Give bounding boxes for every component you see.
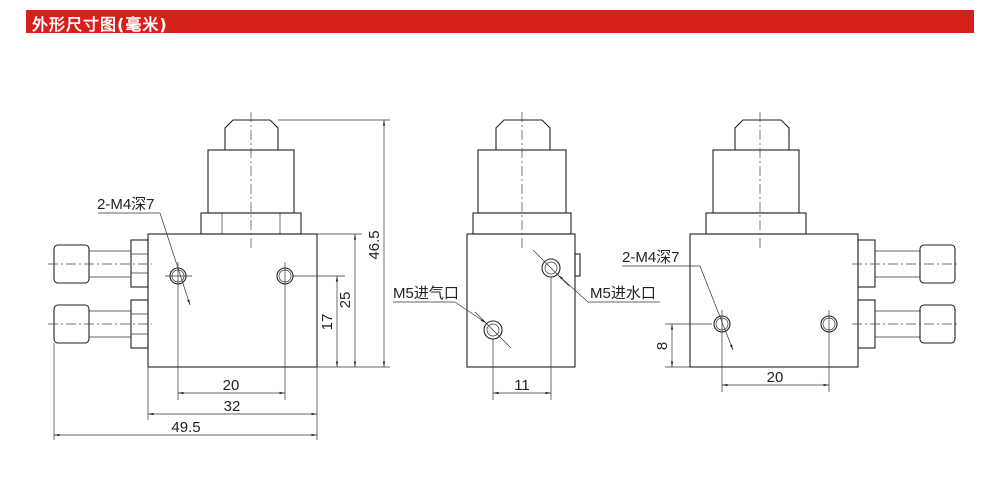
dim-body-height: 25 [337, 292, 354, 309]
dim-hole-spacing: 20 [223, 377, 240, 394]
dim-hole-height: 8 [654, 342, 671, 350]
rear-view: 8 20 2-M4深7 [622, 112, 960, 392]
left-fittings [48, 239, 152, 349]
hole-label: 2-M4深7 [622, 249, 680, 266]
side-view: 11 M5进气口 M5进水口 [393, 112, 660, 400]
dim-overall-width: 49.5 [171, 419, 200, 436]
section-header: 外形尺寸图(毫米) [26, 10, 974, 34]
front-view: 2-M4深7 46.5 25 17 20 32 49.5 [48, 112, 390, 440]
dim-port-offset: 11 [514, 377, 530, 394]
water-inlet-label: M5进水口 [590, 285, 656, 302]
hole-label: 2-M4深7 [97, 196, 155, 213]
section-title: 外形尺寸图(毫米) [32, 15, 168, 34]
dim-hole-spacing: 20 [767, 369, 784, 386]
dim-body-width: 32 [224, 398, 241, 415]
air-inlet-label: M5进气口 [393, 285, 459, 302]
dim-overall-height: 46.5 [366, 230, 383, 259]
dim-hole-height: 17 [319, 314, 336, 331]
